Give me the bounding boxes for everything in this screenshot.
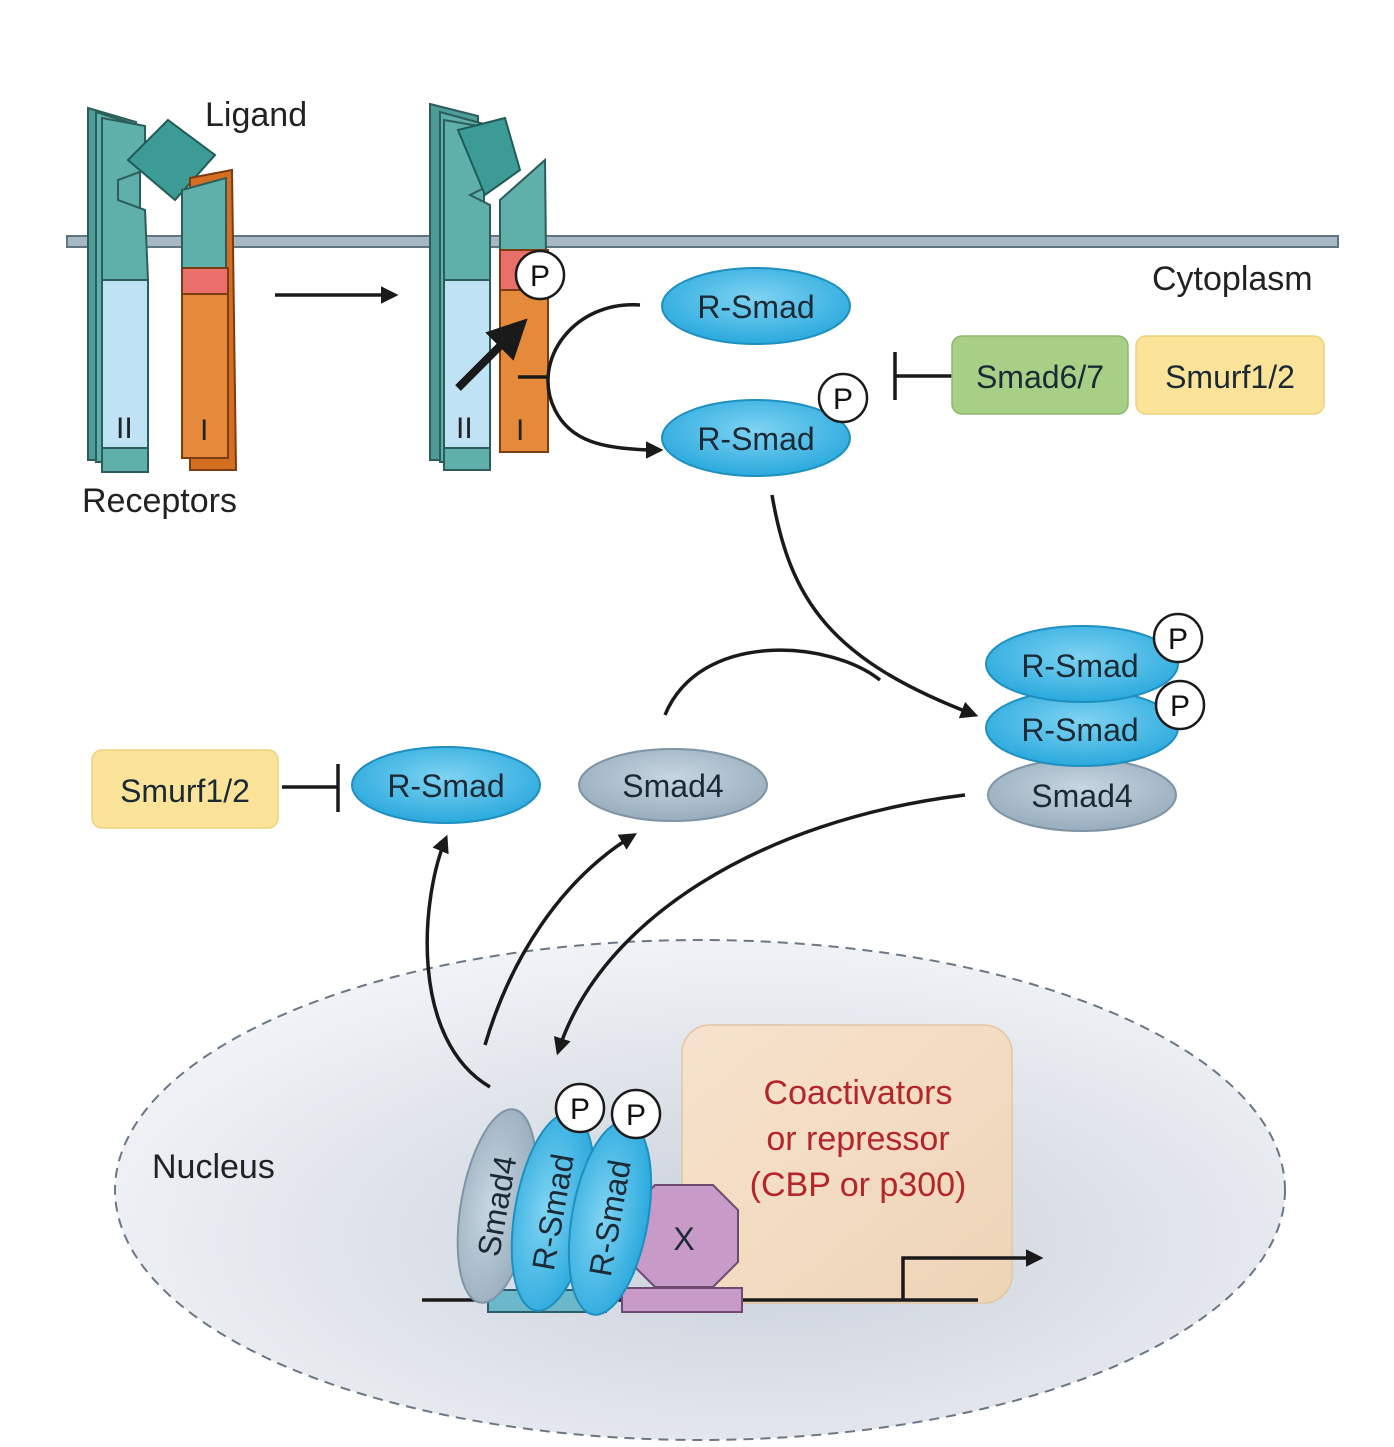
svg-text:R-Smad: R-Smad — [697, 421, 814, 457]
r-smad-node-free: R-Smad — [351, 746, 541, 824]
active-receptor-complex: II I P — [429, 102, 566, 471]
svg-text:Smad4: Smad4 — [622, 768, 723, 804]
cell-membrane — [66, 235, 1339, 248]
svg-text:P: P — [833, 383, 853, 416]
ligand-label: Ligand — [205, 96, 307, 134]
ligand-icon — [126, 118, 217, 202]
receptors-label: Receptors — [82, 482, 237, 520]
inactive-receptors: II Ligand I Receptors — [82, 96, 307, 520]
smad6-7-box: Smad6/7 — [951, 335, 1129, 415]
svg-text:or repressor: or repressor — [766, 1120, 949, 1158]
smad-complex-cytoplasm: Smad4 R-Smad P R-Smad P — [985, 612, 1206, 832]
receptor-type-ii-label: II — [116, 412, 133, 445]
svg-text:R-Smad: R-Smad — [1021, 648, 1138, 684]
export-to-smad4-arrow — [483, 833, 637, 1046]
svg-text:P: P — [530, 260, 550, 293]
x-factor: X — [629, 1184, 739, 1288]
svg-text:Smad4: Smad4 — [1031, 778, 1132, 814]
active-receptor-type-i-label: I — [516, 414, 524, 447]
complex-to-nucleus-arrow — [553, 793, 966, 1056]
svg-text:P: P — [1170, 690, 1190, 723]
x-binding-element — [621, 1287, 743, 1313]
svg-text:X: X — [673, 1221, 694, 1257]
svg-text:P: P — [1168, 623, 1188, 656]
smurf1-2-box-top: Smurf1/2 — [1135, 335, 1325, 415]
smad4-to-complex-arrow — [663, 648, 882, 716]
svg-text:(CBP or p300): (CBP or p300) — [750, 1166, 967, 1204]
rsmad-to-complex-arrow — [770, 494, 979, 719]
svg-text:Smad6/7: Smad6/7 — [976, 359, 1104, 395]
phosphorylation-arrow — [455, 318, 528, 391]
rsmad-phosphorylation-curve — [546, 303, 664, 459]
svg-text:Smurf1/2: Smurf1/2 — [120, 773, 250, 809]
coactivators-box: Coactivators or repressor (CBP or p300) — [681, 1024, 1013, 1304]
svg-text:P: P — [570, 1093, 590, 1126]
r-smad-node-top: R-Smad — [661, 267, 851, 345]
svg-text:R-Smad: R-Smad — [697, 289, 814, 325]
svg-text:Coactivators: Coactivators — [764, 1074, 953, 1112]
receptor-type-i-label: I — [200, 414, 208, 447]
svg-text:P: P — [626, 1099, 646, 1132]
nucleus-label: Nucleus — [152, 1148, 275, 1186]
svg-text:R-Smad: R-Smad — [387, 768, 504, 804]
svg-text:Smurf1/2: Smurf1/2 — [1165, 359, 1295, 395]
nuclear-smad-complex: Smad4 R-Smad R-Smad P P — [456, 1082, 662, 1316]
svg-text:R-Smad: R-Smad — [1021, 712, 1138, 748]
smurf1-2-box-left: Smurf1/2 — [91, 749, 279, 829]
r-smad-phosphorylated-node: R-Smad P — [661, 372, 869, 477]
smad4-node-free: Smad4 — [578, 748, 768, 822]
transcription-start-arrow — [901, 1249, 1044, 1300]
cytoplasm-label: Cytoplasm — [1152, 260, 1313, 298]
export-to-rsmad-arrow — [425, 834, 491, 1089]
active-receptor-type-ii-label: II — [456, 412, 473, 445]
receptor-phospho-icon — [514, 249, 566, 301]
